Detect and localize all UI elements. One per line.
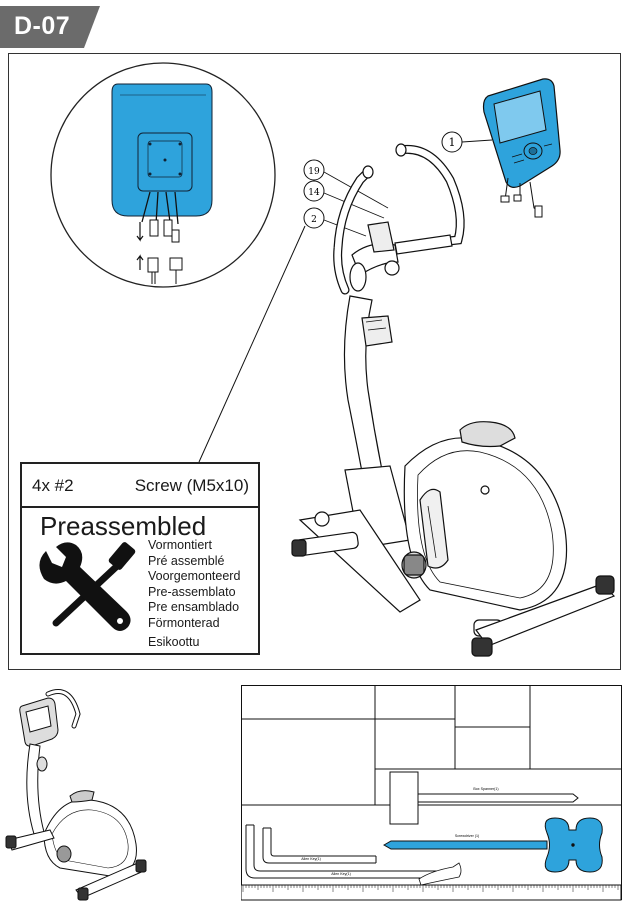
bike-thumbnail-icon (5, 689, 147, 901)
step-tab-shape (0, 6, 100, 48)
allen-key-small-icon (262, 827, 377, 864)
translation-de: Vormontiert (148, 538, 212, 552)
translation-fi: Esikoottu (148, 634, 200, 649)
translation-nl: Voorgemonteerd (148, 569, 241, 584)
translation-sv: Förmonterad (148, 615, 220, 630)
translation-it: Pre-assemblato (148, 584, 236, 599)
screwdriver-icon (382, 817, 603, 873)
tool-label-allen-key-large: Allen Key(1) (331, 872, 351, 876)
leader-line (198, 225, 306, 463)
assembly-illustration: 1 19 14 2 (50, 62, 616, 657)
translation-fr: Pré assemblé (148, 553, 225, 568)
step-tab: D-07 (0, 0, 108, 50)
step-label: D-07 (14, 12, 71, 40)
main-illustration-frame (8, 53, 621, 670)
console-icon (482, 78, 561, 218)
svg-text:14: 14 (308, 188, 320, 198)
callout-1-icon: 1 (441, 131, 493, 153)
svg-text:19: 19 (308, 167, 320, 177)
part-name: Screw (M5x10) (134, 476, 249, 495)
svg-text:2: 2 (311, 215, 317, 225)
hand-wrench-icon (418, 862, 462, 886)
tool-label-allen-key-small: Allen Key(1) (301, 857, 321, 861)
svg-text:1: 1 (449, 136, 456, 149)
preassembled-title: Preassembled (40, 511, 207, 541)
callout-14-icon: 14 (303, 180, 385, 219)
ruler-icon (241, 884, 622, 901)
wrench-screwdriver-icon (39, 542, 136, 631)
tool-label-box-spanner: Box Spanner(1) (473, 787, 498, 791)
parts-header: 4x #2 Screw (M5x10) (22, 464, 258, 508)
exercise-bike-icon (291, 143, 616, 657)
tool-label-screwdriver: Screwdriver (1) (455, 834, 479, 838)
callout-2-icon: 2 (303, 207, 367, 237)
part-quantity: 4x #2 (32, 476, 74, 495)
translation-es: Pre ensamblado (148, 600, 240, 615)
translation-list: Vormontiert Pré assemblé Voorgemonteerd … (148, 538, 240, 650)
tools-panel: Box Spanner(1) Screwdriver (1) Allen Key… (241, 685, 622, 901)
zoom-circle-icon (50, 62, 276, 288)
parts-info-box: 4x #2 Screw (M5x10) Preassembled Vormont… (20, 462, 260, 655)
box-spanner-icon (389, 771, 579, 825)
